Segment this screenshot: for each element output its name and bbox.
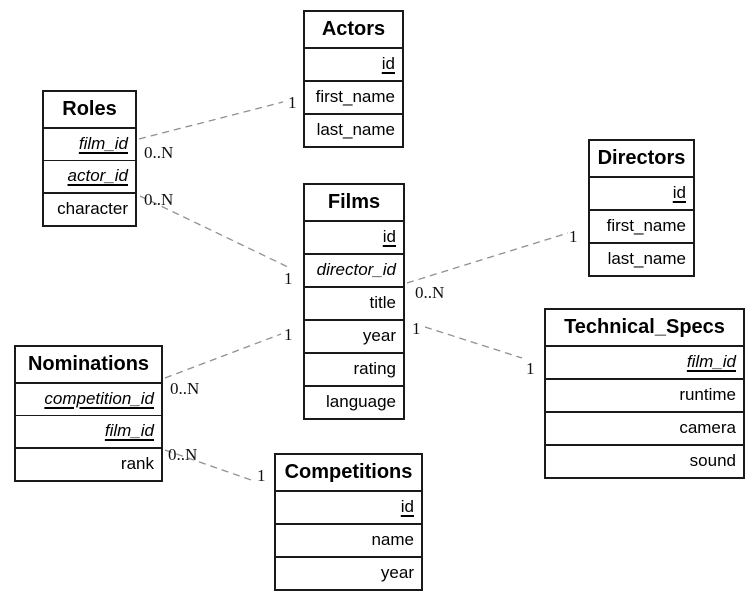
- field-actors-first-name: first_name: [305, 80, 402, 113]
- field-label: title: [369, 293, 396, 312]
- field-technical-specs-runtime: runtime: [546, 378, 743, 411]
- field-label: year: [380, 563, 414, 582]
- relation-line-films-technical-specs: [424, 326, 523, 359]
- field-technical-specs-film-id: film_id: [546, 345, 743, 378]
- field-roles-film-id: film_id: [44, 127, 135, 160]
- field-label: camera: [679, 418, 736, 437]
- field-competitions-name: name: [276, 523, 421, 556]
- card-films-directors-to: 1: [569, 227, 578, 246]
- field-label: film_id: [78, 134, 128, 153]
- field-label: film_id: [104, 421, 154, 440]
- field-label: language: [326, 392, 396, 411]
- entity-title-competitions: Competitions: [284, 461, 413, 483]
- field-label: last_name: [607, 249, 686, 268]
- field-roles-character: character: [44, 192, 135, 225]
- card-roles-actors-from: 0..N: [144, 143, 173, 162]
- field-directors-last-name: last_name: [590, 242, 693, 275]
- entity-title-nominations: Nominations: [27, 353, 150, 375]
- entity-table-competitions: Competitions id name year: [274, 453, 423, 591]
- field-competitions-id: id: [276, 490, 421, 523]
- field-actors-last-name: last_name: [305, 113, 402, 146]
- field-label: id: [672, 183, 686, 202]
- relation-line-nominations-films: [164, 333, 282, 379]
- entity-table-roles: Roles film_id actor_id character: [42, 90, 137, 227]
- field-label: competition_id: [44, 389, 154, 408]
- card-nominations-competitions-to: 1: [257, 466, 266, 485]
- field-label: last_name: [316, 120, 395, 139]
- field-label: character: [57, 199, 128, 218]
- field-label: first_name: [315, 87, 395, 106]
- entity-table-films: Films id director_id title year rating l…: [303, 183, 405, 420]
- card-nominations-films-from: 0..N: [170, 379, 199, 398]
- card-roles-films-from: 0..N: [144, 190, 173, 209]
- field-roles-actor-id: actor_id: [44, 160, 135, 192]
- field-actors-id: id: [305, 47, 402, 80]
- field-label: id: [382, 227, 396, 246]
- field-label: actor_id: [67, 166, 128, 185]
- card-roles-actors-to: 1: [288, 93, 297, 112]
- field-label: rating: [353, 359, 396, 378]
- relation-line-nominations-competitions: [164, 449, 255, 482]
- entity-title-roles: Roles: [62, 98, 117, 120]
- field-label: runtime: [679, 385, 736, 404]
- field-technical-specs-camera: camera: [546, 411, 743, 444]
- field-directors-first-name: first_name: [590, 209, 693, 242]
- field-label: first_name: [606, 216, 686, 235]
- entity-title-actors: Actors: [321, 18, 386, 40]
- field-label: director_id: [316, 260, 396, 279]
- card-films-directors-from: 0..N: [415, 283, 444, 302]
- entity-title-films: Films: [327, 191, 381, 213]
- relation-line-roles-actors: [138, 101, 284, 140]
- card-films-technical-specs-from: 1: [412, 319, 421, 338]
- field-nominations-film-id: film_id: [16, 415, 161, 447]
- field-films-rating: rating: [305, 352, 403, 385]
- field-label: film_id: [686, 352, 736, 371]
- entity-table-directors: Directors id first_name last_name: [588, 139, 695, 277]
- relation-line-roles-films: [139, 195, 291, 269]
- field-films-id: id: [305, 220, 403, 253]
- field-films-language: language: [305, 385, 403, 418]
- entity-title-technical-specs: Technical_Specs: [564, 316, 725, 338]
- field-nominations-rank: rank: [16, 447, 161, 480]
- relation-line-films-directors: [406, 232, 569, 284]
- field-label: name: [371, 530, 414, 549]
- field-films-director-id: director_id: [305, 253, 403, 286]
- card-nominations-films-to: 1: [284, 325, 293, 344]
- entity-title-directors: Directors: [597, 147, 686, 169]
- field-label: rank: [120, 454, 154, 473]
- field-nominations-competition-id: competition_id: [16, 382, 161, 415]
- card-roles-films-to: 1: [284, 269, 293, 288]
- card-films-technical-specs-to: 1: [526, 359, 535, 378]
- card-nominations-competitions-from: 0..N: [168, 445, 197, 464]
- entity-table-nominations: Nominations competition_id film_id rank: [14, 345, 163, 482]
- field-directors-id: id: [590, 176, 693, 209]
- field-films-title: title: [305, 286, 403, 319]
- field-technical-specs-sound: sound: [546, 444, 743, 477]
- field-competitions-year: year: [276, 556, 421, 589]
- field-label: id: [381, 54, 395, 73]
- entity-table-technical-specs: Technical_Specs film_id runtime camera s…: [544, 308, 745, 479]
- field-label: sound: [689, 451, 736, 470]
- entity-table-actors: Actors id first_name last_name: [303, 10, 404, 148]
- field-films-year: year: [305, 319, 403, 352]
- field-label: year: [362, 326, 396, 345]
- field-label: id: [400, 497, 414, 516]
